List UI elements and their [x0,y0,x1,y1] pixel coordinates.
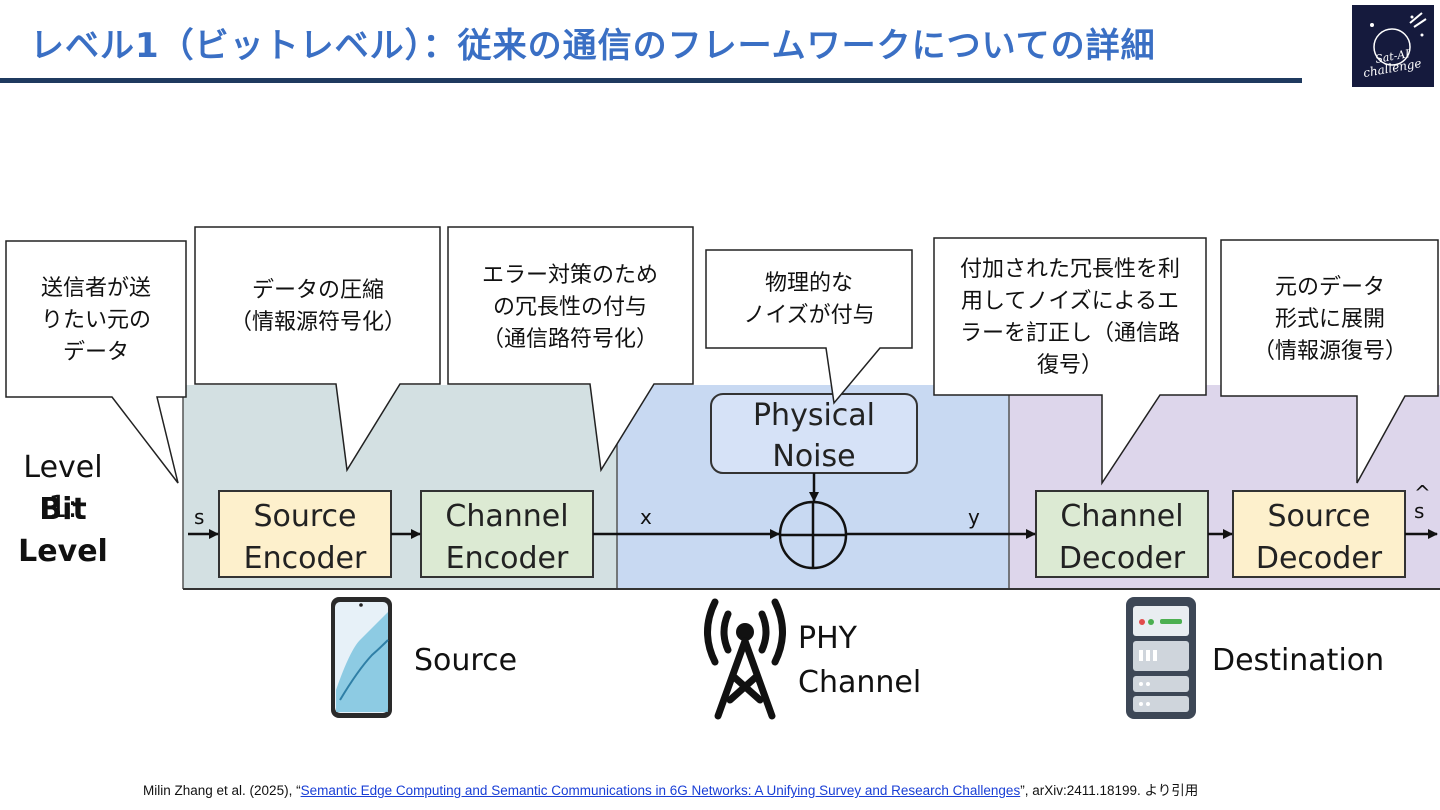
channel-decoder-box [1035,490,1209,578]
callout-6-line-3: （情報源復号） [1253,339,1407,364]
callout-2 [194,226,441,473]
level-label-line3: Level [18,534,108,569]
callout-6-line-1: 元のデータ [1275,275,1385,300]
callout-2-line-2: （情報源符号化） [230,310,406,335]
logo-text-line1: Sat-AI [1374,47,1411,66]
citation: Milin Zhang et al. (2025), “Semantic Edg… [143,779,1198,799]
source-encoder-label-1: Source [253,499,356,534]
signal-s-hat: s [1414,499,1424,523]
callout-3-line-3: （通信路符号化） [482,327,658,352]
callout-4 [705,249,913,405]
level-label-line1: Level 1: [23,450,103,525]
callout-3 [447,226,694,473]
physical-noise-label-2: Noise [772,439,855,474]
signal-s: s [194,505,204,529]
source-encoder-box [218,490,392,578]
callout-5-line-4: 復号） [1037,353,1103,378]
channel-encoder-label-1: Channel [445,499,568,534]
communication-diagram: Source Encoder Channel Encoder Physical … [5,226,1440,720]
level-label-line2: Bit [39,492,87,527]
antenna-tower-icon [704,598,786,720]
logo-icon: Sat-AI challenge [1362,12,1427,80]
caption-phy-line1: PHY [798,621,858,656]
channel-decoder-label-1: Channel [1060,499,1183,534]
caption-phy-line2: Channel [798,665,921,700]
page-title: レベル1（ビットレベル）：従来の通信のフレームワークについての詳細 [30,26,1156,66]
source-decoder-box [1232,490,1406,578]
callout-3-line-2: の冗長性の付与 [493,295,647,320]
channel-decoder-label-2: Decoder [1059,541,1186,576]
server-icon [1126,597,1196,719]
callout-1-line-1: 送信者が送 [41,276,151,301]
citation-prefix: Milin Zhang et al. (2025), “ [143,783,301,798]
callout-5-line-3: ラーを訂正し（通信路 [960,321,1180,346]
callout-5 [933,237,1207,486]
callout-5-line-1: 付加された冗長性を利 [960,257,1180,282]
signal-s-hat-mark: ^ [1414,481,1431,505]
source-decoder-label-1: Source [1267,499,1370,534]
callout-2-line-1: データの圧縮 [252,278,384,303]
physical-noise-label-1: Physical [753,398,875,433]
caption-source: Source [414,643,517,678]
sat-ai-challenge-logo: Sat-AI challenge [1352,5,1434,87]
source-encoder-label-2: Encoder [244,541,367,576]
smartphone-icon [331,597,392,718]
callout-5-line-2: 用してノイズによるエ [961,289,1179,314]
signal-x: x [640,505,652,529]
citation-suffix: ”, arXiv:2411.18199. より引用 [1020,783,1199,798]
callout-3-line-1: エラー対策のため [482,263,658,288]
callout-4-line-1: 物理的な [765,271,853,296]
source-decoder-label-2: Decoder [1256,541,1383,576]
citation-link[interactable]: Semantic Edge Computing and Semantic Com… [300,783,1021,798]
callout-6-line-2: 形式に展開 [1275,307,1385,332]
channel-encoder-label-2: Encoder [446,541,569,576]
callout-1-line-3: データ [63,340,129,365]
signal-y: y [968,505,980,529]
caption-destination: Destination [1212,643,1384,678]
callout-1-line-2: りたい元の [41,308,151,333]
title-divider [0,78,1302,83]
callout-6 [1220,239,1439,484]
callout-4-line-2: ノイズが付与 [743,303,874,328]
callout-1 [5,240,187,484]
